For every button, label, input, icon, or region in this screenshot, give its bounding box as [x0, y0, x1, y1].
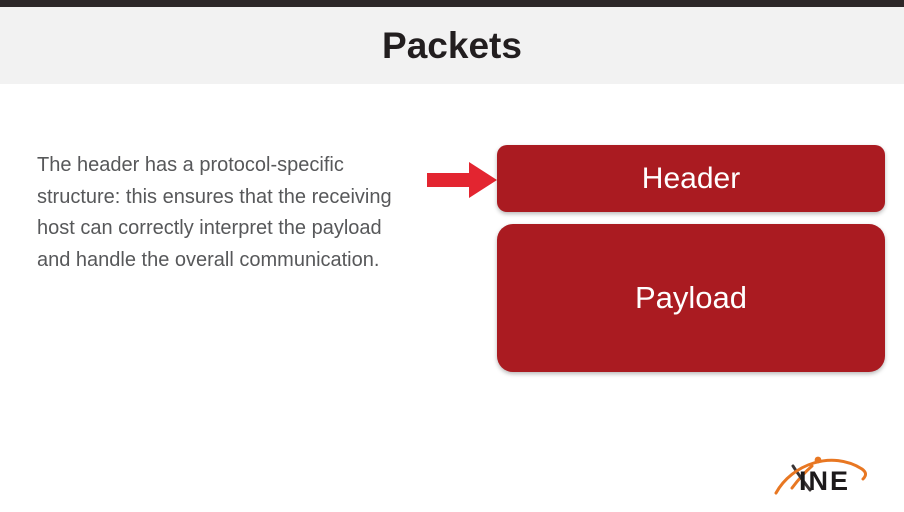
arrow-right-icon — [427, 162, 497, 198]
title-band: Packets — [0, 7, 904, 84]
payload-box: Payload — [497, 224, 885, 372]
logo-dot — [814, 456, 822, 464]
top-accent-bar — [0, 0, 904, 7]
body-paragraph: The header has a protocol-specific struc… — [37, 154, 392, 271]
logo-wordmark: INE — [799, 466, 850, 496]
payload-box-label: Payload — [634, 280, 748, 315]
arrow-right-shape — [427, 162, 497, 198]
logo-x-stroke-dark — [791, 464, 812, 492]
ine-logo: INE — [774, 456, 867, 496]
header-box: Header — [497, 145, 885, 212]
header-box-label: Header — [641, 161, 741, 195]
logo-swoosh-arc — [774, 458, 867, 495]
page-title: Packets — [382, 24, 522, 66]
